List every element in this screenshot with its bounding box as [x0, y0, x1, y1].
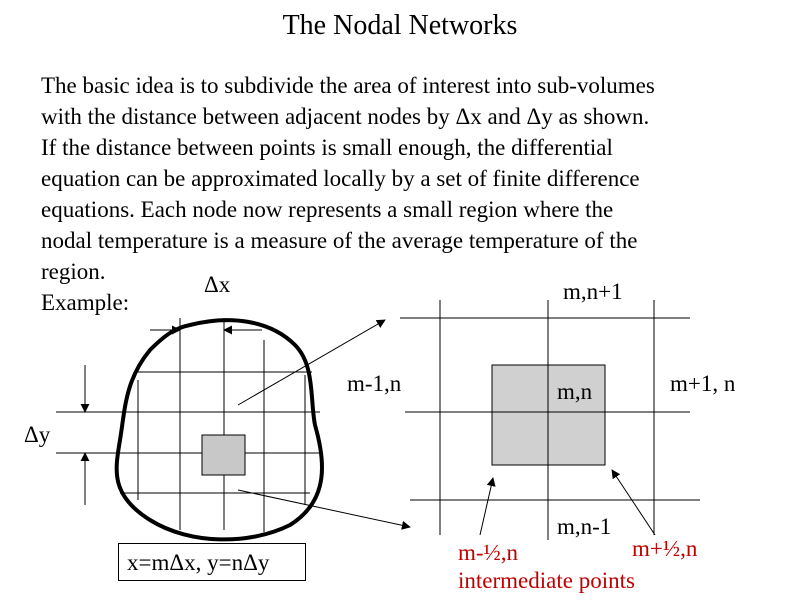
node-right-label: m+1, n: [670, 371, 736, 396]
example-label: Example:: [41, 290, 130, 315]
half-minus-label: m-½,n: [458, 540, 519, 565]
zoom-arrow-top: [237, 319, 386, 406]
dy-label: Δy: [24, 422, 51, 447]
paragraph-line: If the distance between points is small …: [41, 135, 613, 160]
formula-box: x=mΔx, y=nΔy: [118, 543, 306, 581]
page-title: The Nodal Networks: [282, 10, 518, 41]
left-cell: [201, 434, 246, 476]
paragraph-line: nodal temperature is a measure of the av…: [41, 228, 638, 253]
region-boundary: [114, 318, 325, 542]
arrow-half-plus: [611, 469, 656, 536]
half-plus-label: m+½,n: [632, 536, 698, 561]
node-top-label: m,n+1: [563, 279, 623, 304]
paragraph-line: region.: [41, 259, 106, 284]
paragraph-line: The basic idea is to subdivide the area …: [41, 73, 655, 98]
description-paragraph: The basic idea is to subdivide the area …: [41, 70, 781, 318]
paragraph-line: equation can be approximated locally by …: [41, 166, 640, 191]
paragraph-line: with the distance between adjacent nodes…: [41, 104, 650, 129]
dx-label: Δx: [204, 272, 231, 297]
zoom-arrow-bottom: [237, 489, 411, 530]
intermediate-points-label: intermediate points: [458, 568, 635, 593]
arrow-half-minus: [479, 477, 496, 536]
paragraph-line: equations. Each node now represents a sm…: [41, 197, 614, 222]
node-left-label: m-1,n: [347, 371, 402, 396]
left-grid: [56, 318, 320, 532]
node-bottom-label: m,n-1: [557, 514, 612, 539]
node-center-label: m,n: [557, 379, 593, 404]
